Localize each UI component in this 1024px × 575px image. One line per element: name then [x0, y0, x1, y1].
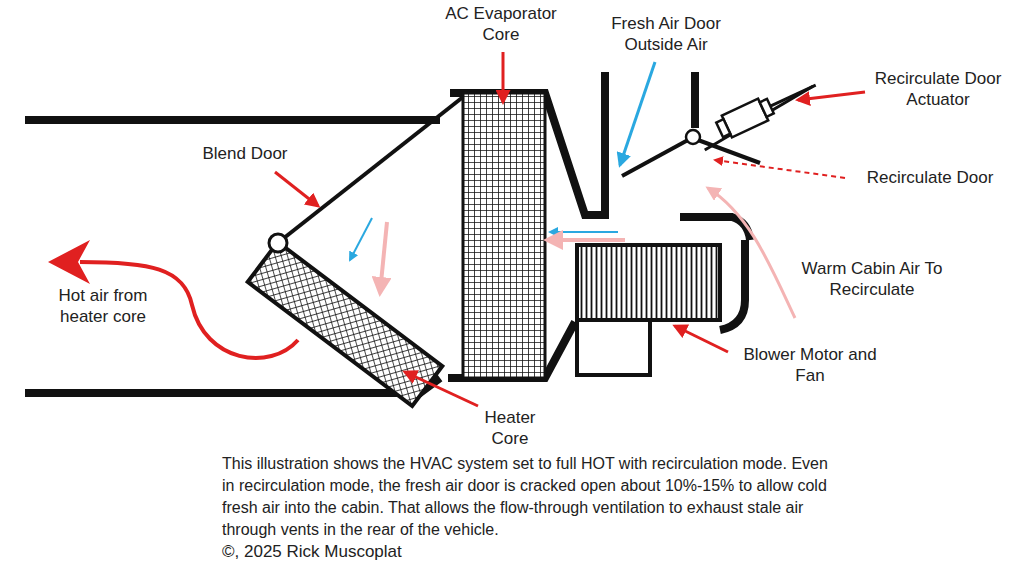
heater-core	[248, 242, 443, 406]
part-label: Blend Door	[185, 143, 305, 164]
blower-fan	[577, 245, 720, 375]
part-label: Recirculate Door Actuator	[863, 68, 1013, 110]
part-label: Blower Motor and Fan	[735, 344, 885, 386]
flow-label: Warm Cabin Air To Recirculate	[790, 258, 955, 300]
part-label: Heater Core	[475, 407, 545, 449]
part-label: Fresh Air Door Outside Air	[601, 13, 731, 55]
caption: This illustration shows the HVAC system …	[222, 453, 834, 541]
part-label: AC Evaporator Core	[439, 3, 564, 45]
copyright-note: ©, 2025 Rick Muscoplat	[222, 541, 542, 562]
part-label: Recirculate Door	[850, 167, 1010, 188]
evaporator-core	[463, 93, 545, 378]
door-actuator	[695, 74, 821, 150]
recirculate-door	[622, 130, 760, 176]
flow-label: Hot air from heater core	[46, 285, 161, 327]
